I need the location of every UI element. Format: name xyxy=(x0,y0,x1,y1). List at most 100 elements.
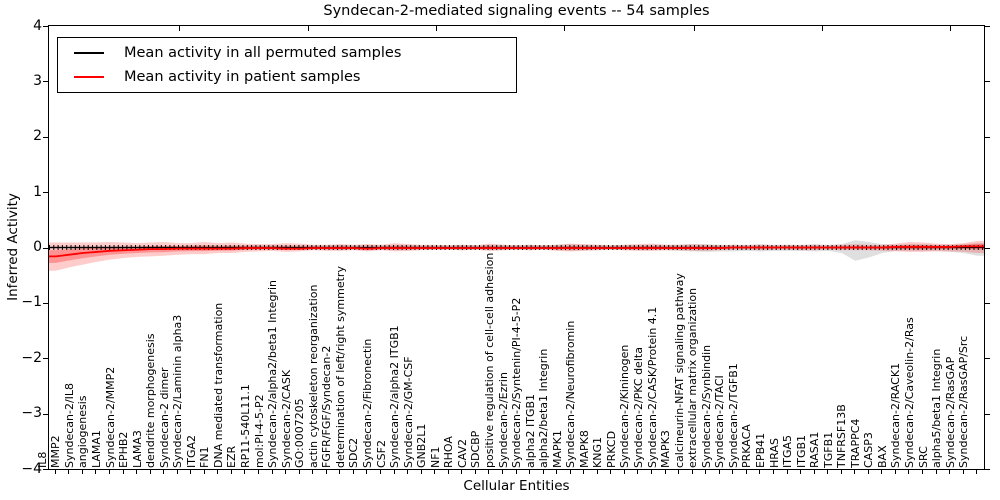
x-axis-label: Cellular Entities xyxy=(463,478,570,494)
entity-label: FN1 xyxy=(198,446,212,468)
entity-label: Syndecan-2 dimer xyxy=(157,367,171,468)
entity-label: Syndecan-2/TGFB1 xyxy=(726,363,740,468)
x-tick-mark-bottom xyxy=(501,470,503,474)
y-tick-mark-right xyxy=(985,247,990,249)
x-tick-mark-bottom xyxy=(705,470,707,474)
entity-label: IL8 xyxy=(35,451,49,468)
entity-label: EZR xyxy=(225,445,239,468)
y-tick-mark-right xyxy=(985,81,990,83)
y-tick-mark-right xyxy=(985,302,990,304)
legend-item-label: Mean activity in all permuted samples xyxy=(124,45,402,61)
x-tick-mark-bottom xyxy=(68,470,70,474)
entity-label: CAV2 xyxy=(455,438,469,468)
entity-label: dendrite morphogenesis xyxy=(144,333,158,468)
entity-label: LAMA3 xyxy=(130,430,144,468)
entity-label: Syndecan-2/GM-CSF xyxy=(401,356,415,468)
entity-label: NF1 xyxy=(428,446,442,468)
x-tick-mark-bottom xyxy=(745,470,747,474)
x-tick-mark-bottom xyxy=(922,470,924,474)
x-tick-mark-bottom xyxy=(393,470,395,474)
entity-label: Syndecan-2/CASK xyxy=(279,369,293,468)
entity-label: positive regulation of cell-cell adhesio… xyxy=(482,252,496,468)
entity-label: Syndecan-2/Ezrin xyxy=(496,372,510,468)
entity-label: ITGB1 xyxy=(794,434,808,468)
y-tick-label: 3 xyxy=(33,72,42,89)
x-tick-mark-bottom xyxy=(163,470,165,474)
entity-label: HRAS xyxy=(767,438,781,468)
x-tick-mark-bottom xyxy=(352,470,354,474)
x-tick-mark-bottom xyxy=(732,470,734,474)
x-tick-mark-bottom xyxy=(949,470,951,474)
x-tick-mark-top xyxy=(564,26,566,31)
x-tick-mark-bottom xyxy=(366,470,368,474)
x-tick-mark-bottom xyxy=(488,470,490,474)
x-tick-mark-bottom xyxy=(434,470,436,474)
entity-label: TGFB1 xyxy=(821,431,835,468)
entity-label: Syndecan-2/PKC delta xyxy=(632,347,645,468)
y-tick-mark-left xyxy=(43,358,48,360)
entity-label: Syndecan-2/Fibronectin xyxy=(360,338,374,468)
legend-item: Mean activity in patient samples xyxy=(58,69,516,85)
entity-label: MAPK3 xyxy=(659,430,673,468)
entity-label: Syndecan-2/RasGAP/Src xyxy=(957,335,971,468)
x-tick-mark-bottom xyxy=(149,470,151,474)
x-tick-mark-bottom xyxy=(678,470,680,474)
x-tick-mark-bottom xyxy=(244,470,246,474)
entity-label: Syndecan-2/alpha2 ITGB1 xyxy=(388,325,402,468)
y-tick-mark-right xyxy=(985,192,990,194)
x-tick-mark-top xyxy=(435,26,437,31)
x-tick-mark-bottom xyxy=(379,470,381,474)
entity-label: Syndecan-2/CASK/Protein 4.1 xyxy=(645,306,659,468)
entity-label: determination of left/right symmetry xyxy=(333,266,347,468)
x-tick-mark-top xyxy=(179,26,181,31)
y-tick-label: −4 xyxy=(21,460,42,477)
entity-label: CSF2 xyxy=(374,440,388,468)
x-tick-mark-bottom xyxy=(908,470,910,474)
x-tick-mark-bottom xyxy=(569,470,571,474)
y-tick-label: 1 xyxy=(33,183,42,200)
y-tick-mark-left xyxy=(43,413,48,415)
entity-label: Syndecan-2/Kininogen xyxy=(618,344,632,468)
entity-label: Syndecan-2/Synbindin xyxy=(699,344,713,468)
x-tick-mark-bottom xyxy=(54,470,56,474)
entity-label: extracellular matrix organization xyxy=(686,287,700,468)
x-tick-mark-bottom xyxy=(325,470,327,474)
y-tick-mark-left xyxy=(43,81,48,83)
y-tick-mark-right xyxy=(985,136,990,138)
x-tick-mark-bottom xyxy=(800,470,802,474)
entity-label: Syndecan-2/RACK1 xyxy=(889,362,903,468)
x-tick-mark-bottom xyxy=(976,470,978,474)
x-tick-mark-bottom xyxy=(203,470,205,474)
legend-item-label: Mean activity in patient samples xyxy=(124,69,361,85)
x-tick-mark-bottom xyxy=(691,470,693,474)
x-tick-mark-bottom xyxy=(637,470,639,474)
x-tick-mark-bottom xyxy=(230,470,232,474)
x-tick-mark-bottom xyxy=(854,470,856,474)
entity-label: BAX xyxy=(875,445,889,468)
entity-label: GNB2L1 xyxy=(415,423,429,468)
entity-label: EPB41 xyxy=(753,432,767,468)
x-tick-mark-bottom xyxy=(258,470,260,474)
entity-label: DNA mediated transformation xyxy=(211,302,225,468)
x-tick-mark-bottom xyxy=(867,470,869,474)
entity-label: TRAPPC4 xyxy=(848,418,862,468)
x-tick-mark-bottom xyxy=(610,470,612,474)
entity-label: alpha2/beta1 Integrin xyxy=(537,348,551,468)
entity-label: PRKCD xyxy=(604,430,618,468)
x-tick-mark-bottom xyxy=(786,470,788,474)
x-tick-mark-bottom xyxy=(962,470,964,474)
x-tick-mark-bottom xyxy=(95,470,97,474)
x-tick-mark-bottom xyxy=(122,470,124,474)
x-tick-mark-bottom xyxy=(108,470,110,474)
y-tick-mark-left xyxy=(43,192,48,194)
y-tick-mark-left xyxy=(43,136,48,138)
chart-canvas xyxy=(49,240,984,271)
entity-label: Syndecan-2/Laminin alpha3 xyxy=(171,314,185,468)
entity-label: Syndecan-2/IL8 xyxy=(62,382,76,468)
x-tick-mark-bottom xyxy=(271,470,273,474)
y-tick-mark-right xyxy=(985,26,990,27)
x-tick-mark-bottom xyxy=(935,470,937,474)
x-tick-mark-bottom xyxy=(461,470,463,474)
x-tick-mark-bottom xyxy=(881,470,883,474)
